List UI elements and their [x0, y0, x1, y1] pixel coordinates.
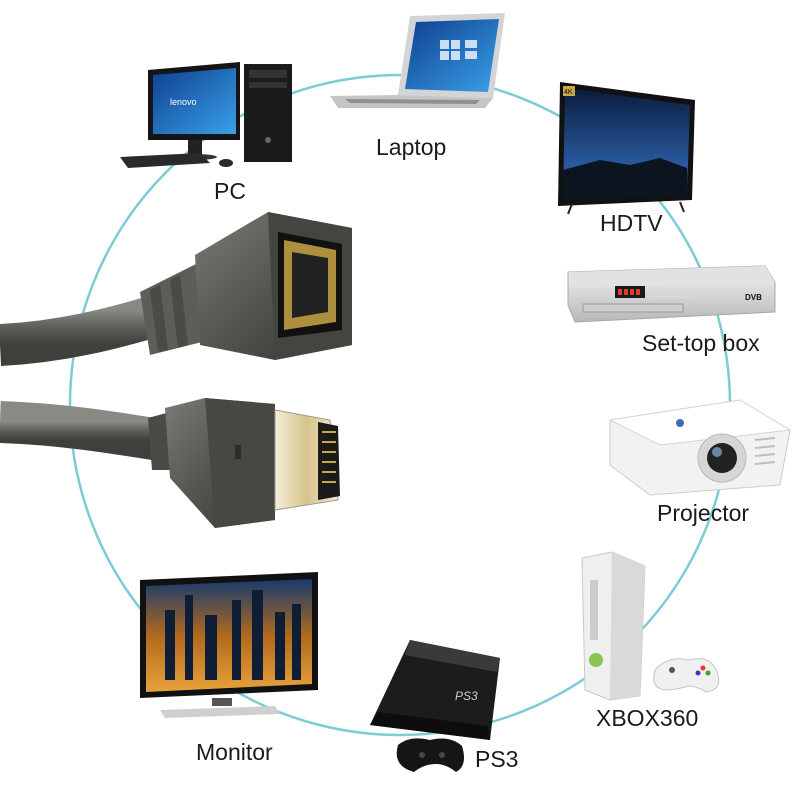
pc-image: lenovo [120, 62, 292, 168]
label-projector: Projector [657, 500, 750, 526]
label-hdtv: HDTV [600, 210, 663, 236]
laptop-image [330, 13, 505, 108]
tv-4k-badge: 4K [564, 89, 573, 96]
hdtv-image: 4K [558, 82, 695, 215]
label-laptop: Laptop [376, 134, 447, 160]
ps3-logo: PS3 [455, 689, 478, 703]
xbox360-image [581, 551, 720, 701]
label-settop-box: Set-top box [642, 330, 760, 356]
ps3-image: PS3 [370, 640, 500, 772]
label-xbox360: XBOX360 [596, 705, 699, 731]
hdmi-cable [0, 212, 352, 528]
label-pc: PC [214, 178, 246, 204]
pc-screen-logo: lenovo [170, 97, 197, 107]
settop-box-image: DVB [567, 265, 776, 323]
label-monitor: Monitor [196, 739, 273, 765]
dvb-logo: DVB [745, 293, 762, 302]
hdmi-female-connector [140, 212, 352, 360]
projector-image [608, 399, 792, 496]
monitor-image [140, 572, 318, 718]
hdmi-male-connector [148, 398, 340, 528]
label-ps3: PS3 [475, 746, 519, 772]
